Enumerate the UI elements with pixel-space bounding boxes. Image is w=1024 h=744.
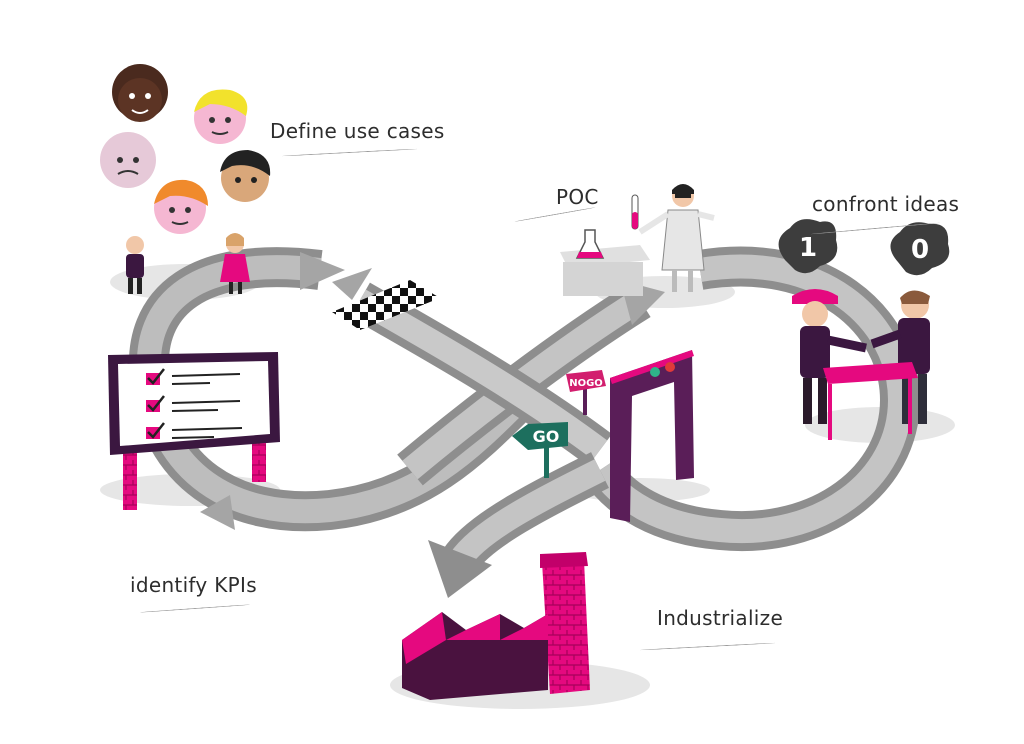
thought-left-text: 1 bbox=[799, 233, 817, 263]
go-text: GO bbox=[533, 427, 560, 446]
gate-light-red bbox=[665, 362, 675, 372]
thought-bubble-right: 0 bbox=[890, 222, 950, 276]
arrowhead-industrialize bbox=[428, 540, 492, 598]
gate-frame bbox=[610, 350, 694, 522]
head-bald bbox=[100, 132, 156, 188]
arm-wrestle-table bbox=[823, 362, 918, 440]
label-poc: POC bbox=[556, 185, 599, 209]
go-nogo-gate: NOGO GO bbox=[512, 350, 694, 522]
arrowhead-kpis bbox=[200, 495, 235, 530]
flask-icon bbox=[575, 229, 605, 259]
person-boy bbox=[126, 236, 144, 294]
checkbox-2 bbox=[146, 395, 165, 412]
label-define-use-cases: Define use cases bbox=[270, 119, 445, 143]
kpi-checklist-board bbox=[108, 352, 280, 510]
confront-ideas-scene: 1 0 bbox=[778, 219, 950, 440]
head-black-hair bbox=[220, 150, 271, 202]
checkbox-3 bbox=[146, 422, 165, 439]
head-blonde bbox=[194, 89, 248, 144]
label-identify-kpis: identify KPIs bbox=[130, 573, 257, 597]
gate-light-green bbox=[650, 367, 660, 377]
factory-roof bbox=[402, 612, 548, 700]
factory bbox=[402, 552, 590, 700]
person-cap bbox=[792, 289, 867, 424]
label-industrialize: Industrialize bbox=[657, 606, 784, 630]
scientist bbox=[631, 184, 715, 292]
label-confront-ideas: confront ideas bbox=[812, 192, 960, 216]
thought-right-text: 0 bbox=[911, 235, 929, 265]
person-girl bbox=[220, 233, 250, 294]
nogo-text: NOGO bbox=[569, 378, 603, 389]
head-dark-hair bbox=[112, 64, 168, 122]
nogo-sign: NOGO bbox=[566, 370, 606, 415]
infinity-loop bbox=[128, 246, 921, 598]
checkbox-1 bbox=[146, 368, 165, 385]
go-sign: GO bbox=[512, 422, 568, 478]
arrowhead-use-cases bbox=[300, 252, 345, 290]
arrowhead-finish bbox=[332, 268, 372, 300]
poc-lab bbox=[560, 184, 715, 296]
factory-chimney bbox=[542, 560, 590, 694]
thought-bubble-left: 1 bbox=[778, 219, 838, 274]
head-ginger bbox=[154, 179, 208, 234]
use-case-group bbox=[100, 64, 271, 294]
person-right bbox=[870, 290, 930, 424]
finish-checker bbox=[332, 280, 440, 330]
